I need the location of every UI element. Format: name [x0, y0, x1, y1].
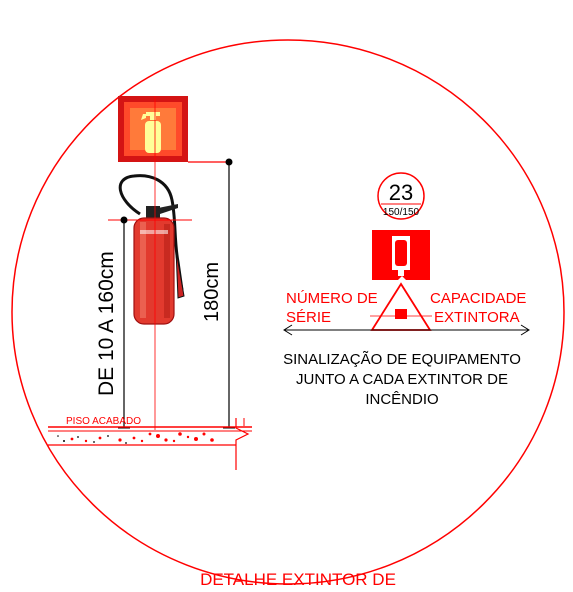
note-line2: JUNTO A CADA EXTINTOR DE — [296, 371, 508, 388]
fire-extinguisher-icon — [118, 174, 185, 325]
badge-sub: 150/150 — [383, 207, 420, 218]
fire-extinguisher-sign-icon — [118, 96, 188, 162]
note-line3: INCÊNDIO — [365, 391, 438, 408]
mount-height-dimension: DE 10 A 160cm — [95, 216, 130, 429]
detail-circle — [11, 39, 565, 585]
fire-extinguisher-sign-icon — [372, 230, 430, 282]
capacity-label-line1: CAPACIDADE — [430, 290, 526, 307]
mount-height-label: DE 10 A 160cm — [95, 251, 118, 396]
sign-height-label: 180cm — [201, 262, 223, 322]
floor-triangle-marking — [370, 282, 432, 331]
sign-height-dimension: 180cm — [201, 158, 235, 429]
note-line1: SINALIZAÇÃO DE EQUIPAMENTO — [283, 351, 521, 368]
finished-floor: PISO ACABADO — [48, 416, 252, 470]
capacity-label-line2: EXTINTORA — [434, 309, 520, 326]
floor-label: PISO ACABADO — [66, 416, 141, 427]
badge-number: 23 — [389, 180, 413, 205]
serial-label-line2: SÉRIE — [286, 309, 331, 326]
floor-marking-dimension — [283, 324, 530, 336]
serial-number-badge: 23 150/150 — [377, 172, 425, 220]
detail-title: DETALHE EXTINTOR DE — [200, 570, 396, 589]
serial-label-line1: NÚMERO DE — [286, 290, 378, 307]
